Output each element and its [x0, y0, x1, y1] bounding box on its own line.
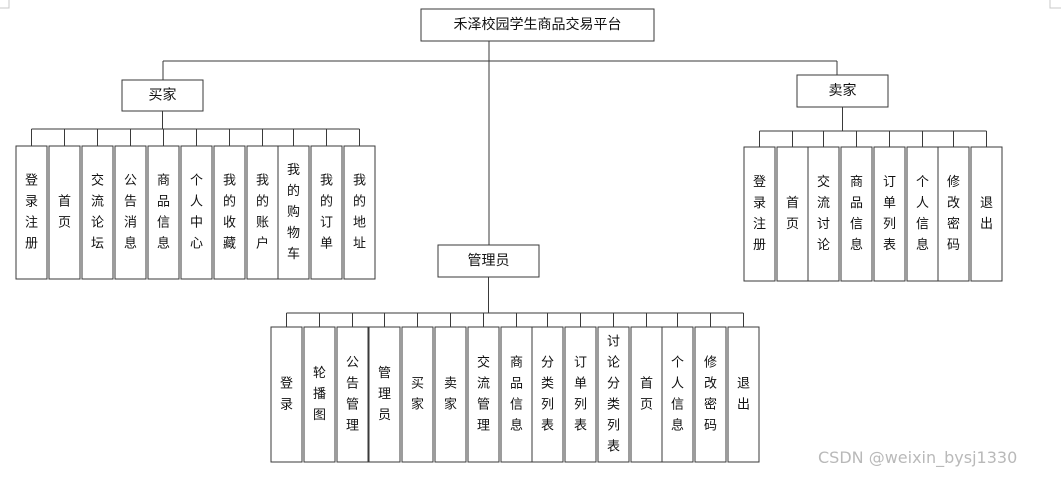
admin-module-box: [694, 326, 727, 463]
buyer-module-label: 首页: [58, 195, 71, 231]
page-corner-mark-left: [0, 0, 10, 9]
seller-module-box: [807, 146, 840, 282]
page-corner-mark-right: [1049, 0, 1061, 9]
buyer-module-label: 我的购物车: [287, 163, 300, 262]
buyer-module-box: [343, 145, 376, 280]
seller-module-label: 退出: [980, 196, 993, 232]
admin-module-box: [531, 326, 564, 463]
seller-module-label: 修改密码: [947, 175, 960, 253]
admin-module-box: [368, 326, 401, 463]
admin-module-box: [661, 326, 694, 463]
buyer-module-label: 公告消息: [124, 174, 137, 252]
admin-module-label: 登录: [280, 377, 293, 413]
seller-module-label: 首页: [786, 196, 799, 232]
buyer-module-label: 我的地址: [353, 174, 366, 252]
admin-module-box: [630, 326, 663, 463]
admin-module-box: [727, 326, 760, 463]
seller-module-box: [776, 146, 809, 282]
seller-module-label: 登录注册: [753, 175, 766, 253]
admin-module-label: 轮播图: [313, 366, 326, 423]
buyer-module-label: 商品信息: [157, 174, 170, 252]
admin-module-label: 退出: [737, 377, 750, 413]
root-node-box: [420, 8, 655, 42]
admin-module-label: 管理员: [378, 366, 391, 423]
admin-module-label: 订单列表: [574, 356, 587, 434]
buyer-module-box: [277, 145, 310, 280]
admin-module-label: 修改密码: [704, 356, 717, 434]
buyer-module-box: [180, 145, 213, 280]
seller-module-label: 个人信息: [916, 175, 929, 253]
admin-node-label: 管理员: [468, 253, 510, 269]
admin-module-label: 个人信息: [671, 356, 684, 434]
buyer-module-label: 登录注册: [25, 174, 38, 252]
admin-module-label: 卖家: [444, 377, 457, 413]
buyer-module-label: 我的收藏: [223, 174, 236, 252]
buyer-module-box: [147, 145, 180, 280]
admin-module-box: [434, 326, 467, 463]
buyer-module-box: [246, 145, 279, 280]
buyer-module-label: 交流论坛: [91, 173, 104, 252]
buyer-module-label: 我的订单: [320, 174, 333, 252]
admin-module-label: 首页: [640, 377, 653, 413]
seller-module-box: [970, 146, 1003, 282]
admin-module-box: [270, 326, 303, 463]
buyer-module-box: [81, 145, 114, 280]
seller-module-box: [937, 146, 970, 282]
seller-node-box: [796, 74, 889, 108]
admin-module-box: [500, 326, 533, 463]
root-node-label: 禾泽校园学生商品交易平台: [454, 16, 622, 33]
admin-module-label: 交流管理: [477, 355, 490, 434]
admin-module-box: [564, 326, 597, 463]
admin-module-label: 分类列表: [541, 356, 554, 434]
buyer-node-box: [121, 79, 204, 112]
seller-module-label: 订单列表: [883, 175, 896, 253]
buyer-module-label: 个人中心: [190, 174, 203, 252]
admin-module-box: [467, 326, 500, 463]
admin-module-box: [336, 326, 369, 463]
buyer-node-label: 买家: [149, 87, 177, 104]
admin-module-box: [401, 326, 434, 463]
admin-module-label: 商品信息: [510, 356, 523, 434]
seller-module-box: [906, 146, 939, 282]
buyer-module-box: [114, 145, 147, 280]
seller-module-box: [873, 146, 906, 282]
csdn-watermark: CSDN @weixin_bysj1330: [818, 448, 1018, 467]
buyer-module-box: [213, 145, 246, 280]
seller-module-box: [840, 146, 873, 282]
admin-module-label: 讨论分类列表: [607, 335, 620, 455]
admin-module-box: [597, 326, 630, 463]
seller-module-label: 商品信息: [850, 175, 863, 253]
buyer-module-box: [48, 145, 81, 280]
admin-module-box: [303, 326, 336, 463]
seller-module-box: [743, 146, 776, 282]
buyer-module-label: 我的账户: [256, 174, 269, 252]
seller-node-label: 卖家: [829, 82, 857, 99]
seller-module-label: 交流讨论: [817, 174, 830, 253]
buyer-module-box: [15, 145, 48, 280]
buyer-module-box: [310, 145, 343, 280]
admin-module-label: 公告管理: [346, 356, 359, 434]
admin-module-label: 买家: [411, 377, 424, 413]
